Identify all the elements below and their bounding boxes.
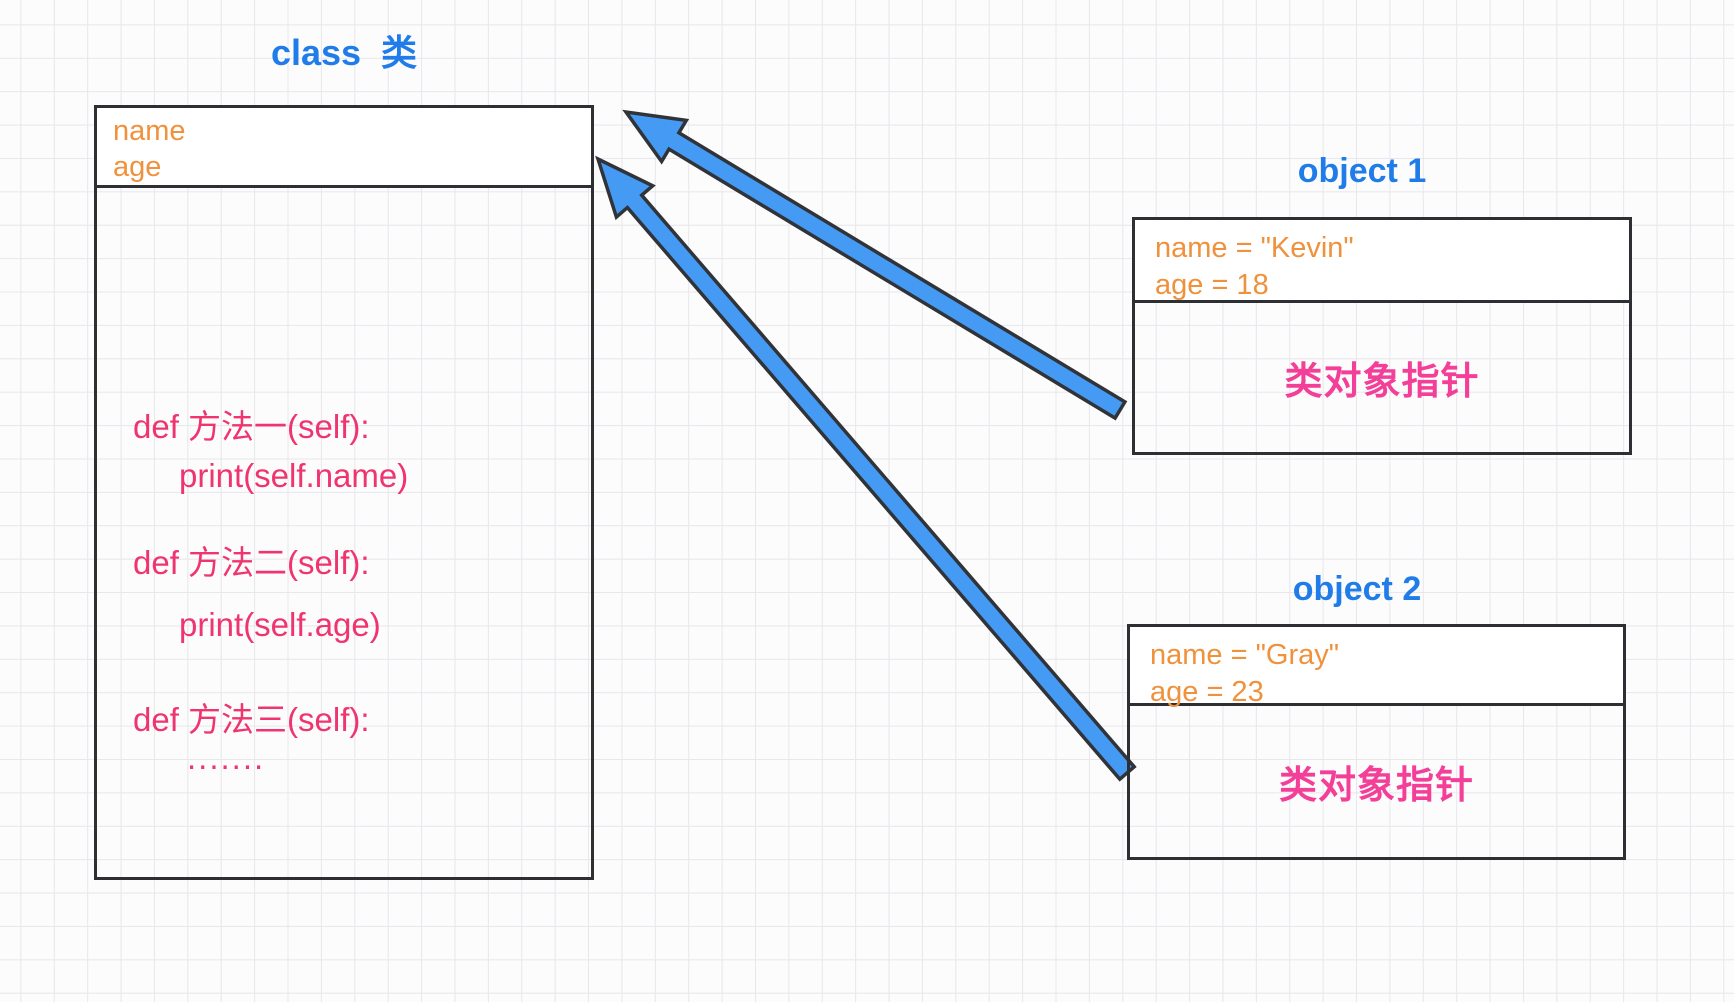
object1-field-name: name = "Kevin"	[1155, 232, 1354, 264]
object2-attributes-header: name = "Gray" age = 23	[1130, 627, 1623, 708]
class-attributes-header: name age	[97, 108, 591, 188]
object2-field-age: age = 23	[1150, 676, 1264, 708]
object1-pointer-label: 类对象指针	[1284, 361, 1480, 403]
attribute-name: name	[113, 115, 186, 147]
code-line-def-method2: def 方法二(self):	[133, 544, 370, 581]
class-methods-body: def 方法一(self): print(self.name) def 方法二(…	[97, 188, 591, 877]
object2-box: name = "Gray" age = 23 类对象指针	[1127, 624, 1626, 860]
object1-attributes-header: name = "Kevin" age = 18	[1135, 220, 1629, 303]
arrow-object1-to-class	[622, 109, 1128, 421]
object2-pointer-section: 类对象指针	[1130, 706, 1623, 857]
class-title: class 类	[270, 32, 418, 73]
object2-label: object 2	[1292, 570, 1422, 608]
code-line-print-name: print(self.name)	[179, 457, 409, 494]
object1-box: name = "Kevin" age = 18 类对象指针	[1132, 217, 1632, 455]
class-box: name age def 方法一(self): print(self.name)…	[94, 105, 594, 880]
object1-pointer-section: 类对象指针	[1135, 303, 1629, 452]
arrow-object2-to-class	[595, 155, 1137, 782]
object1-label: object 1	[1297, 152, 1427, 190]
code-line-ellipsis: .......	[187, 739, 266, 776]
code-line-print-age: print(self.age)	[179, 606, 381, 643]
code-line-def-method3: def 方法三(self):	[133, 701, 370, 738]
object1-field-age: age = 18	[1155, 269, 1269, 301]
object2-field-name: name = "Gray"	[1150, 639, 1340, 671]
attribute-age: age	[113, 151, 162, 183]
code-line-def-method1: def 方法一(self):	[133, 408, 370, 445]
object2-pointer-label: 类对象指针	[1278, 765, 1474, 807]
